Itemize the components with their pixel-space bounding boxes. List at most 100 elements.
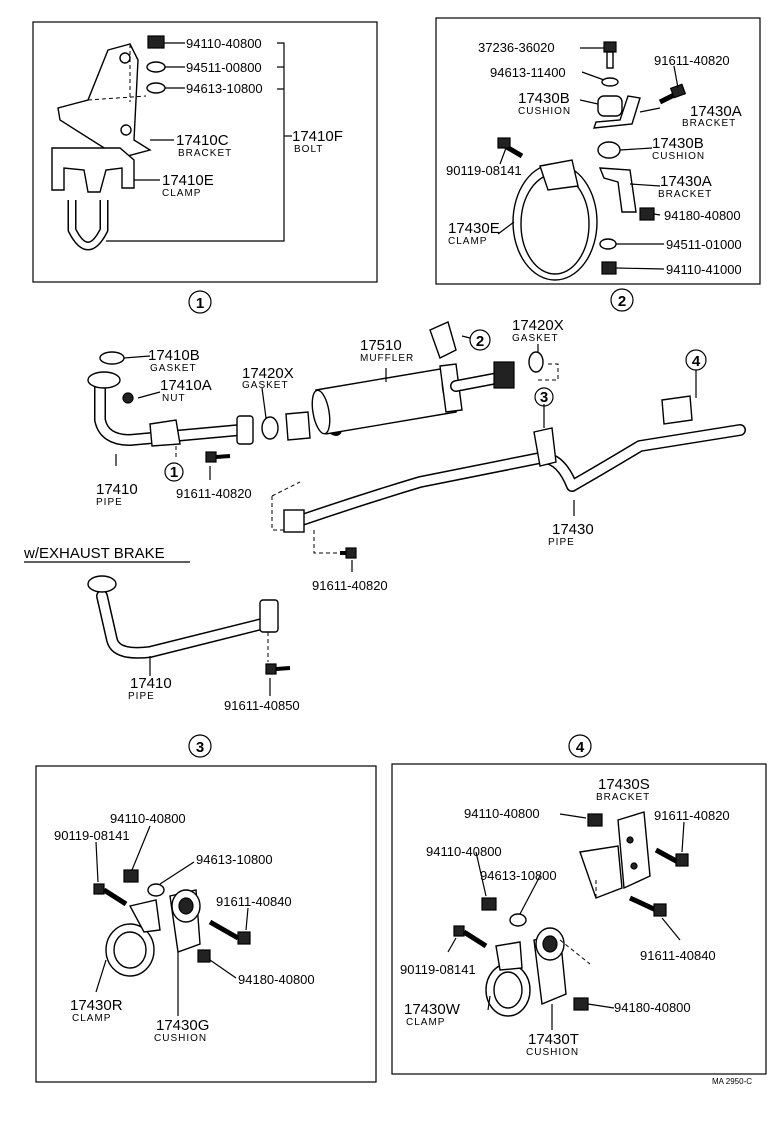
label-muffler: 17510 (360, 337, 402, 354)
label-washer: 94613-10800 (196, 852, 273, 867)
cushion-17430b-lower (597, 141, 621, 159)
nut-icon (573, 997, 589, 1011)
ref-circle-4 (568, 734, 592, 758)
label-nut: 94180-40800 (664, 208, 741, 223)
label-lockwasher: 94511-01000 (666, 237, 742, 252)
bolt-icon (669, 83, 687, 99)
bolt-icon (497, 137, 511, 149)
label-pipe-sub: PIPE (128, 691, 155, 702)
detail-panel-1: 94110-40800 94511-00800 94613-10800 1741… (32, 21, 378, 314)
label-clamp: 17430W (404, 1001, 461, 1018)
u-bolt-17410f (69, 200, 107, 249)
label-pipe2-sub: PIPE (548, 537, 575, 548)
label-bracket: 17430S (598, 776, 650, 793)
label-bolt-top: 37236-36020 (478, 40, 555, 55)
label-muffler-sub: MUFFLER (360, 353, 414, 364)
nut-icon (123, 869, 139, 883)
flange (87, 575, 117, 593)
washer-icon (509, 913, 527, 927)
exhaust-brake-section: w/EXHAUST BRAKE 17410 PIPE 91611-40850 (23, 545, 300, 713)
nut-icon (197, 949, 211, 963)
bracket-17410c (57, 43, 152, 159)
label-bracket: 17430A (690, 103, 742, 120)
label-clamp-sub: CLAMP (162, 188, 201, 199)
label-cushion: 17430G (156, 1017, 209, 1034)
label-cushion: 17430B (518, 90, 570, 107)
panel-1-frame (32, 21, 378, 283)
diagram-code: MA 2950-C (712, 1077, 752, 1086)
label-bolt: 90119-08141 (54, 828, 130, 843)
label-bracket-lower-sub: BRACKET (658, 189, 712, 200)
label-bolt: 91611-40820 (176, 486, 252, 501)
label-clamp: 17430E (448, 220, 500, 237)
nut-icon (481, 897, 497, 911)
washer-icon (601, 77, 619, 87)
washer-icon (146, 82, 166, 94)
label-nut-sub: NUT (162, 393, 186, 404)
bolt-icon (205, 451, 217, 463)
label-bolt2: 91611-40820 (312, 578, 388, 593)
bolt-icon (603, 41, 617, 53)
pipe-bracket (149, 419, 181, 447)
label-pipe: 17410 (130, 675, 172, 692)
label-nut3: 94180-40800 (614, 1000, 691, 1015)
lock-washer-icon (599, 238, 617, 250)
flange (87, 371, 121, 389)
bracket-17430a-lower (598, 167, 637, 213)
label-lockwasher: 94511-00800 (186, 60, 262, 75)
bolt-icon (265, 663, 277, 675)
label-nut: 94110-40800 (186, 36, 262, 51)
label-gasket3-sub: GASKET (512, 333, 559, 344)
ref-number-1-main: 1 (170, 464, 178, 481)
label-nut: 94110-40800 (110, 811, 186, 826)
label-gasket2-sub: GASKET (242, 380, 289, 391)
ref-circle-1-main (164, 462, 184, 482)
cushion-17430b (597, 95, 623, 117)
label-nut2: 94180-40800 (238, 972, 315, 987)
clamp-17410e (51, 147, 135, 193)
nut-icon (587, 813, 603, 827)
ref-circle-4-main (685, 349, 707, 371)
bracket-17430s (617, 811, 651, 890)
label-cushion-lower: 17430B (652, 135, 704, 152)
label-bracket: 17410C (176, 132, 229, 149)
ref-circle-1 (188, 290, 212, 314)
ref-number-1: 1 (196, 295, 204, 312)
label-bracket-sub: BRACKET (596, 792, 650, 803)
washer-icon (147, 883, 165, 897)
label-clamp-sub: CLAMP (448, 236, 487, 247)
ref-number-3: 3 (196, 739, 204, 756)
bolt-icon (345, 547, 357, 559)
bolt-icon (93, 883, 105, 895)
muffler-hanger (429, 321, 457, 359)
label-pipe-sub: PIPE (96, 497, 123, 508)
label-cushion-lower-sub: CUSHION (652, 151, 705, 162)
panel-3-frame (35, 765, 377, 1083)
ref-circle-3-main (534, 387, 554, 407)
label-bracket-sub: BRACKET (178, 148, 232, 159)
label-bolt-sub: BOLT (294, 144, 323, 155)
exhaust-brake-heading: w/EXHAUST BRAKE (23, 545, 165, 562)
bolt-icon (453, 925, 465, 937)
gasket-17420x (261, 416, 279, 440)
label-bolt3: 91611-40840 (640, 948, 716, 963)
label-gasket2: 17420X (242, 365, 294, 382)
ref-number-3-main: 3 (540, 389, 548, 406)
nut-17410a (122, 392, 134, 404)
ref-circle-3 (188, 734, 212, 758)
label-pipe2: 17430 (552, 521, 594, 538)
label-washer: 94613-10800 (186, 81, 263, 96)
nut-icon (147, 35, 165, 49)
label-nut2: 94110-40800 (426, 844, 502, 859)
ref-number-2: 2 (618, 293, 626, 310)
bracket-17430a (592, 95, 641, 129)
label-gasket3: 17420X (512, 317, 564, 334)
label-bolt: 91611-40850 (224, 698, 300, 713)
label-clamp: 17430R (70, 997, 123, 1014)
label-washer: 94613-11400 (490, 65, 566, 80)
label-bolt-left: 90119-08141 (446, 163, 522, 178)
label-nut: 17410A (160, 377, 212, 394)
ref-number-4-main: 4 (692, 353, 701, 370)
detail-panel-3: 3 94110-40800 90119-08141 94613-10800 91… (35, 734, 377, 1083)
label-gasket: 17410B (148, 347, 200, 364)
